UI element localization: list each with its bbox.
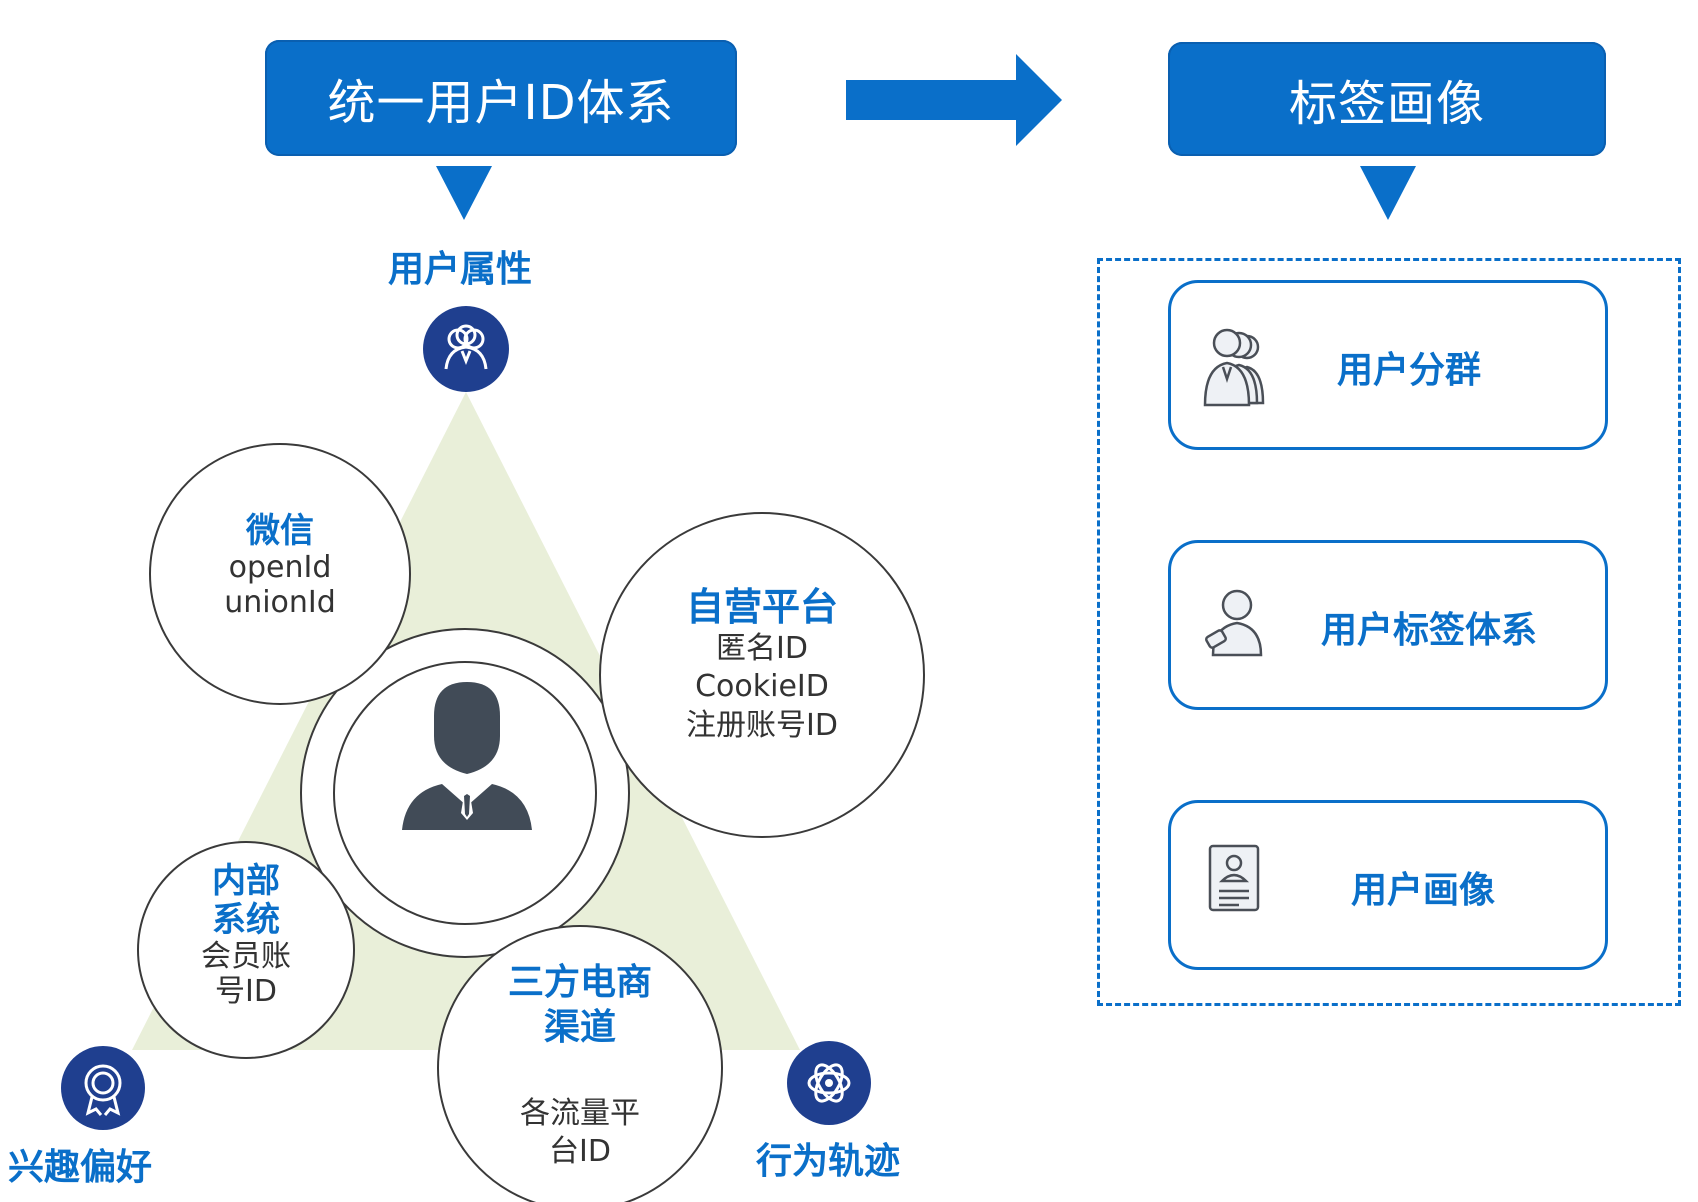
- wechat-title: 微信: [246, 511, 314, 551]
- center-person-icon: [402, 682, 532, 830]
- own-platform-cookie-id: CookieID: [695, 669, 829, 705]
- own-platform-register-id: 注册账号ID: [686, 707, 838, 743]
- wechat-openid: openId: [228, 550, 332, 586]
- right-arrow-icon: [846, 54, 1062, 146]
- internal-member-line1: 会员账: [201, 939, 291, 975]
- third-party-text: 三方电商 渠道 各流量平 台ID: [470, 962, 690, 1170]
- internal-title-line2: 系统: [212, 900, 280, 941]
- wechat-circle: [149, 443, 411, 705]
- profile-panel-frame: [1097, 258, 1681, 1006]
- own-platform-title: 自营平台: [685, 585, 838, 629]
- own-platform-circle: [599, 512, 925, 838]
- user-tag-icon: [1205, 589, 1263, 657]
- user-profile-card: 用户画像: [1168, 800, 1608, 970]
- user-segment-card: 用户分群: [1168, 280, 1608, 450]
- tag-profile-title-text: 标签画像: [1288, 76, 1485, 132]
- internal-system-circle: [137, 841, 355, 1059]
- right-down-arrow: [1360, 166, 1416, 220]
- user-tag-system-card: 用户标签体系: [1168, 540, 1608, 710]
- interest-preference-label: 兴趣偏好: [8, 1147, 153, 1188]
- profile-card-icon: [1208, 844, 1260, 912]
- user-profile-label: 用户画像: [1351, 870, 1496, 911]
- unified-id-title-text: 统一用户ID体系: [327, 75, 675, 131]
- user-attribute-label: 用户属性: [388, 249, 533, 290]
- wechat-text: 微信 openId unionId: [180, 511, 380, 620]
- third-party-traffic-line2: 台ID: [549, 1134, 611, 1170]
- third-party-title-line1: 三方电商: [507, 962, 652, 1003]
- third-party-title-line2: 渠道: [543, 1007, 616, 1049]
- wechat-unionid: unionId: [224, 584, 336, 620]
- unified-id-title: 统一用户ID体系: [265, 40, 737, 156]
- user-tag-system-label: 用户标签体系: [1321, 610, 1538, 651]
- internal-title-line1: 内部: [212, 861, 280, 901]
- own-platform-text: 自营平台 匿名ID CookieID 注册账号ID: [642, 585, 882, 743]
- tag-profile-title: 标签画像: [1168, 42, 1606, 156]
- third-party-circle: [437, 925, 723, 1202]
- internal-system-text: 内部 系统 会员账 号ID: [166, 861, 326, 1009]
- behavior-trace-icon: [787, 1041, 871, 1125]
- internal-member-line2: 号ID: [215, 973, 277, 1009]
- user-segment-label: 用户分群: [1337, 350, 1482, 391]
- behavior-trace-label: 行为轨迹: [756, 1141, 901, 1182]
- user-group-icon: [1203, 328, 1265, 407]
- user-attribute-icon: [423, 306, 509, 392]
- left-down-arrow: [436, 166, 492, 220]
- own-platform-anon-id: 匿名ID: [716, 630, 808, 666]
- third-party-traffic-line1: 各流量平: [520, 1095, 640, 1131]
- interest-preference-icon: [61, 1046, 145, 1130]
